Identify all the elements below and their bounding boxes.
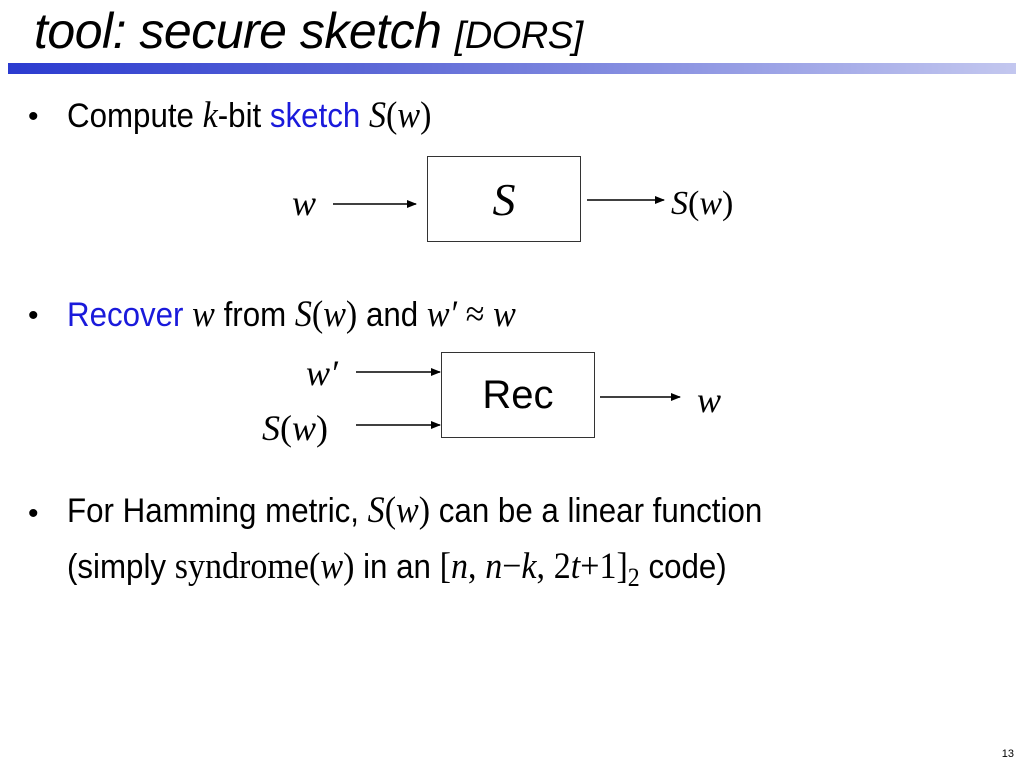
bullet-marker-3: • bbox=[28, 497, 39, 530]
title-main: tool: secure sketch bbox=[34, 3, 442, 59]
rec-output-label: w bbox=[697, 380, 722, 420]
bullet-3-line-1: For Hamming metric, S(w) can be a linear… bbox=[67, 490, 763, 531]
title-reference: [DORS] bbox=[454, 15, 583, 57]
sketch-term: sketch bbox=[269, 97, 361, 135]
bullet-1-text: Compute k-bit sketch S(w) bbox=[67, 95, 432, 136]
bullet-2-text: Recover w from S(w) and w′ ≈ w bbox=[67, 294, 516, 335]
bullet-3-line-2: (simply syndrome(w) in an [n, n−k, 2t+1]… bbox=[67, 546, 727, 592]
recover-term: Recover bbox=[67, 296, 184, 334]
sketch-output-label: S(w) bbox=[671, 185, 734, 222]
slide-title: tool: secure sketch [DORS] bbox=[34, 2, 583, 60]
sketch-function-box: S bbox=[427, 156, 581, 242]
bullet-marker-2: • bbox=[28, 299, 39, 332]
sketch-input-label: w bbox=[292, 183, 317, 223]
title-underline bbox=[8, 63, 1016, 74]
rec-input-wprime-label: w′ bbox=[306, 353, 338, 393]
rec-function-box: Rec bbox=[441, 352, 595, 438]
page-number: 13 bbox=[1001, 748, 1014, 760]
rec-input-sketch-label: S(w) bbox=[262, 408, 329, 448]
bullet-marker-1: • bbox=[28, 100, 39, 133]
